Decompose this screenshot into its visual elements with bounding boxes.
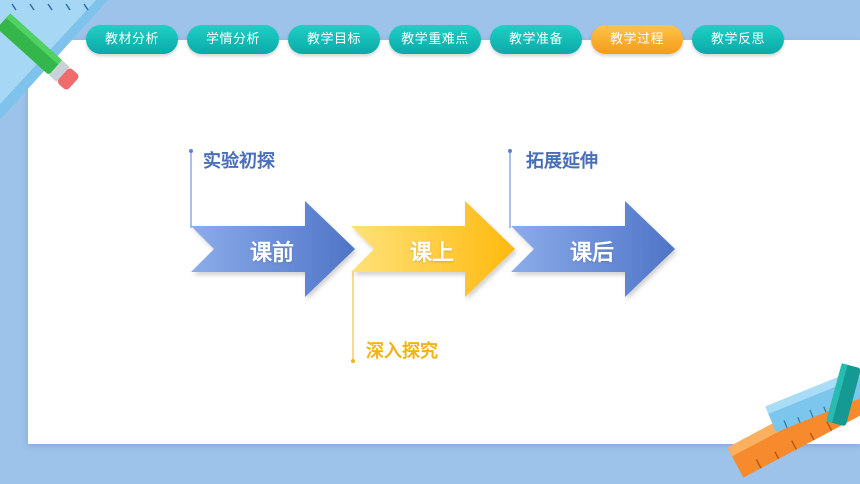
arrow-label-in-class: 课上 (410, 241, 455, 266)
arrow-post-class (511, 201, 675, 297)
step-label-initial-experiment: 实验初探 (203, 151, 275, 172)
tab-teaching-objectives[interactable]: 教学目标 (288, 25, 380, 54)
pencil-icon (826, 363, 860, 426)
tab-learner-analysis[interactable]: 学情分析 (187, 25, 279, 54)
tab-teaching-preparation[interactable]: 教学准备 (490, 25, 582, 54)
tab-key-difficult-points[interactable]: 教学重难点 (389, 25, 481, 54)
arrow-label-post-class: 课后 (570, 241, 615, 266)
stationery-decoration-bottom-right (727, 363, 860, 478)
tab-textbook-analysis[interactable]: 教材分析 (86, 25, 178, 54)
connector-line-post-class (508, 149, 512, 228)
tab-teaching-process[interactable]: 教学过程 (591, 25, 683, 54)
connector-line-in-class (351, 270, 355, 363)
connector-line-pre-class (189, 149, 193, 228)
arrow-pre-class (191, 201, 355, 297)
arrow-in-class (351, 201, 515, 297)
tab-teaching-reflection[interactable]: 教学反思 (692, 25, 784, 54)
step-label-extension: 拓展延伸 (526, 151, 598, 172)
pencil-icon (0, 13, 79, 90)
ruler-pencil-decoration-top-left (0, 0, 108, 120)
arrow-label-pre-class: 课前 (250, 241, 295, 266)
step-label-in-depth-inquiry: 深入探究 (366, 341, 438, 362)
